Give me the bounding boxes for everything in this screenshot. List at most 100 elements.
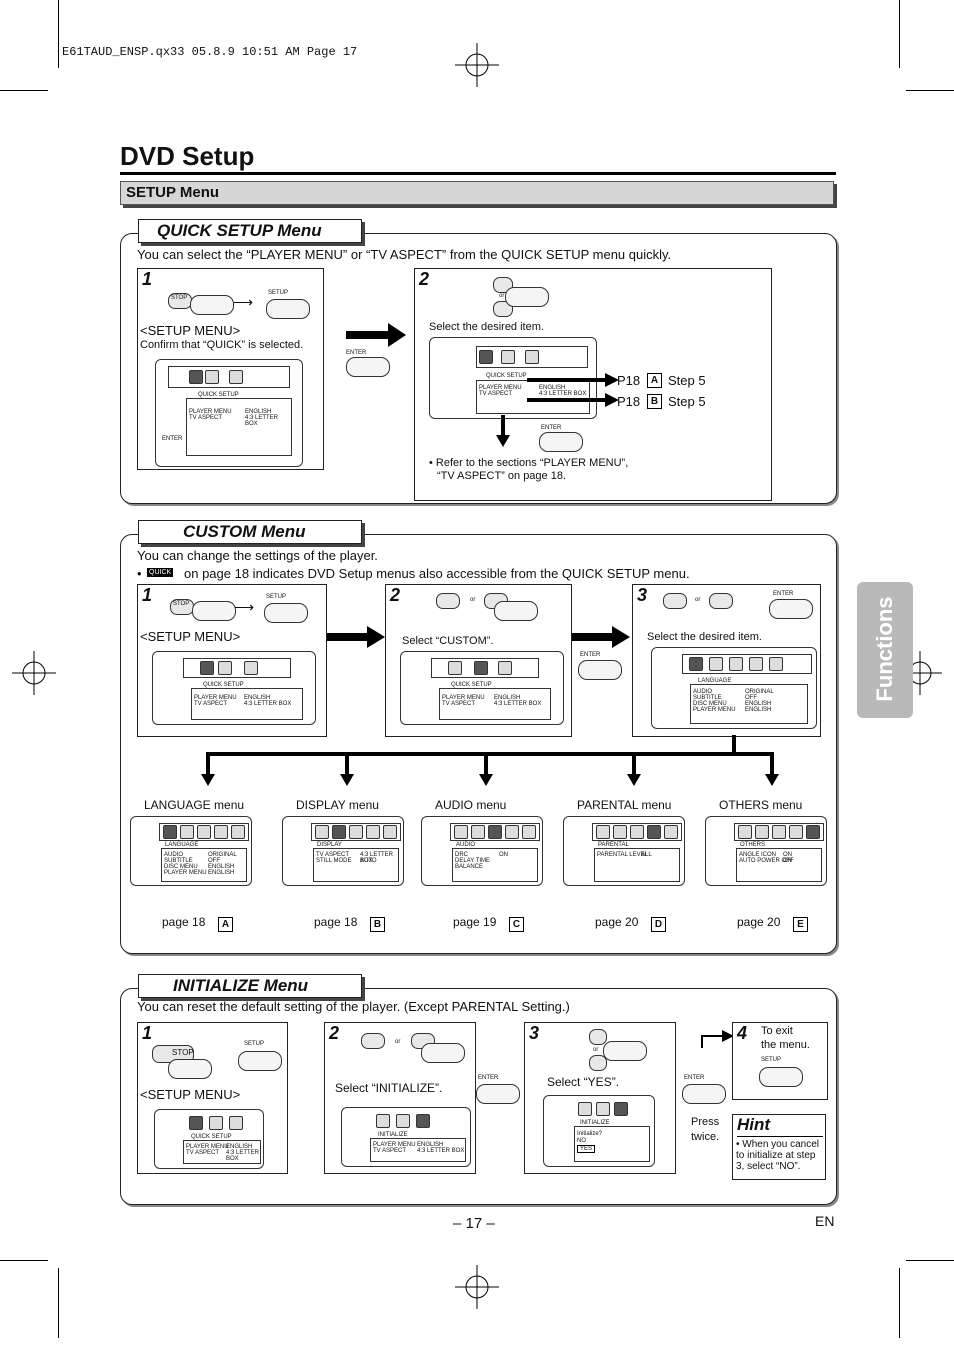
screen-value: ORIGINAL bbox=[208, 852, 237, 858]
step-number: 1 bbox=[142, 585, 153, 605]
submenu-page-ref: page 18 bbox=[314, 915, 358, 929]
up-button bbox=[589, 1029, 607, 1045]
audio-icon bbox=[488, 825, 502, 839]
display-icon bbox=[613, 825, 627, 839]
screen-list: PLAYER MENU TV ASPECT ENGLISH 4:3 LETTER… bbox=[439, 688, 551, 720]
initialize-icon bbox=[416, 1114, 430, 1128]
setup-label: SETUP bbox=[266, 594, 287, 600]
submenu-page-ref: page 20 bbox=[737, 915, 781, 929]
step-number: 1 bbox=[142, 1023, 153, 1043]
submenu-page-ref: page 19 bbox=[453, 915, 497, 929]
menu-icon-bar bbox=[592, 823, 682, 841]
screen-value: ON bbox=[783, 852, 792, 858]
custom-icon bbox=[474, 661, 488, 675]
menu-icon-bar bbox=[311, 823, 401, 841]
connector bbox=[632, 752, 636, 776]
others-icon bbox=[522, 825, 536, 839]
hand-icon bbox=[266, 299, 310, 319]
screen-item: PLAYER MENU bbox=[442, 695, 485, 701]
quick-icon bbox=[578, 1102, 592, 1116]
down-button bbox=[709, 593, 733, 609]
quick-step2-box: 2 or Select the desired item. QUICK SETU… bbox=[414, 268, 772, 501]
connector bbox=[484, 752, 488, 776]
screen-header: QUICK SETUP bbox=[451, 682, 492, 688]
submenu-title: LANGUAGE menu bbox=[144, 798, 245, 812]
language-icon bbox=[315, 825, 329, 839]
hand-icon bbox=[476, 1084, 520, 1104]
screen-value: ENGLISH bbox=[539, 385, 566, 391]
ref-page: P18 bbox=[617, 394, 641, 409]
setup-menu-label: <SETUP MENU> bbox=[140, 323, 241, 338]
or-label: or bbox=[499, 293, 505, 299]
down-button bbox=[589, 1055, 607, 1071]
menu-screen: QUICK SETUP PLAYER MENU TV ASPECT ENGLIS… bbox=[155, 359, 303, 467]
screen-header: LANGUAGE bbox=[165, 842, 199, 848]
screen-item: PLAYER MENU bbox=[189, 409, 232, 415]
screen-value: 4:3 LETTER BOX bbox=[360, 852, 394, 864]
initialize-icon bbox=[525, 350, 539, 364]
submenu-title: OTHERS menu bbox=[719, 798, 803, 812]
others-icon bbox=[664, 825, 678, 839]
step-number: 3 bbox=[637, 585, 648, 605]
screen-value: 4:3 LETTER BOX bbox=[226, 1150, 260, 1162]
arrow-right-icon: ⟶ bbox=[233, 294, 254, 310]
submenu-title: AUDIO menu bbox=[435, 798, 507, 812]
crop-mark bbox=[0, 90, 48, 91]
setup-label: SETUP bbox=[244, 1041, 265, 1047]
hand-icon bbox=[539, 432, 583, 452]
screen-value: ENGLISH bbox=[226, 1144, 253, 1150]
screen-value: ENGLISH bbox=[745, 707, 772, 713]
step-number: 3 bbox=[529, 1023, 540, 1043]
audio-icon bbox=[197, 825, 211, 839]
screen-header: OTHERS bbox=[740, 842, 766, 848]
arrow-down-head bbox=[627, 774, 641, 786]
screen-item: AUDIO bbox=[164, 852, 184, 858]
custom-intro-2: on page 18 indicates DVD Setup menus als… bbox=[184, 566, 690, 581]
instruction: Select the desired item. bbox=[429, 321, 544, 333]
screen-header: LANGUAGE bbox=[698, 678, 732, 684]
initialize-icon bbox=[614, 1102, 628, 1116]
screen-header: QUICK SETUP bbox=[198, 392, 239, 398]
screen-value: ENGLISH bbox=[208, 864, 235, 870]
submenu-title: DISPLAY menu bbox=[296, 798, 379, 812]
enter-label: ENTER bbox=[541, 425, 562, 431]
screen-item: TV ASPECT bbox=[442, 701, 476, 707]
screen-item: TV ASPECT bbox=[189, 415, 223, 421]
screen-list: AUDIO SUBTITLE DISC MENU PLAYER MENU ORI… bbox=[690, 684, 808, 724]
left-button bbox=[436, 593, 460, 609]
screen-item: ANGLE ICON bbox=[739, 852, 777, 858]
screen-value: 4:3 LETTER BOX bbox=[245, 415, 279, 427]
screen-value: ENGLISH bbox=[208, 870, 235, 876]
screen-value: AUTO bbox=[360, 858, 377, 864]
instruction: Select the desired item. bbox=[647, 631, 762, 643]
screen-item: TV ASPECT bbox=[194, 701, 228, 707]
arrow-down-shaft bbox=[501, 415, 505, 437]
ref-step: Step 5 bbox=[668, 394, 706, 409]
menu-icon-bar bbox=[168, 366, 290, 388]
screen-item: PLAYER MENU bbox=[164, 870, 207, 876]
screen-value: ON bbox=[783, 858, 792, 864]
quick-icon bbox=[448, 661, 462, 675]
init-step1-box: 1 STOP SETUP <SETUP MENU> QUICK SETUP PL… bbox=[137, 1022, 288, 1174]
hand-icon bbox=[346, 357, 390, 377]
custom-tab-label: CUSTOM Menu bbox=[183, 522, 306, 541]
menu-icon-bar bbox=[183, 658, 291, 678]
language-icon bbox=[596, 825, 610, 839]
screen-item: DISC MENU bbox=[693, 701, 727, 707]
screen-item: PLAYER MENU bbox=[186, 1144, 229, 1150]
custom-tab: CUSTOM Menu bbox=[138, 520, 362, 544]
submenu-badge: C bbox=[509, 917, 524, 932]
step-number: 2 bbox=[329, 1023, 340, 1043]
init-step3-box: 3 or Select “YES”. INITIALIZE Initialize… bbox=[524, 1022, 676, 1174]
screen-list: PLAYER MENU TV ASPECT ENGLISH 4:3 LETTER… bbox=[370, 1138, 466, 1162]
screen-value: 4:3 LETTER BOX bbox=[494, 701, 542, 707]
menu-icon-bar bbox=[159, 823, 249, 841]
menu-screen: LANGUAGE AUDIO SUBTITLE DISC MENU PLAYER… bbox=[651, 647, 817, 729]
crop-mark bbox=[58, 1268, 59, 1338]
menu-screen: INITIALIZE PLAYER MENU TV ASPECT ENGLISH… bbox=[341, 1107, 471, 1167]
setup-menu-label: <SETUP MENU> bbox=[140, 1087, 241, 1102]
